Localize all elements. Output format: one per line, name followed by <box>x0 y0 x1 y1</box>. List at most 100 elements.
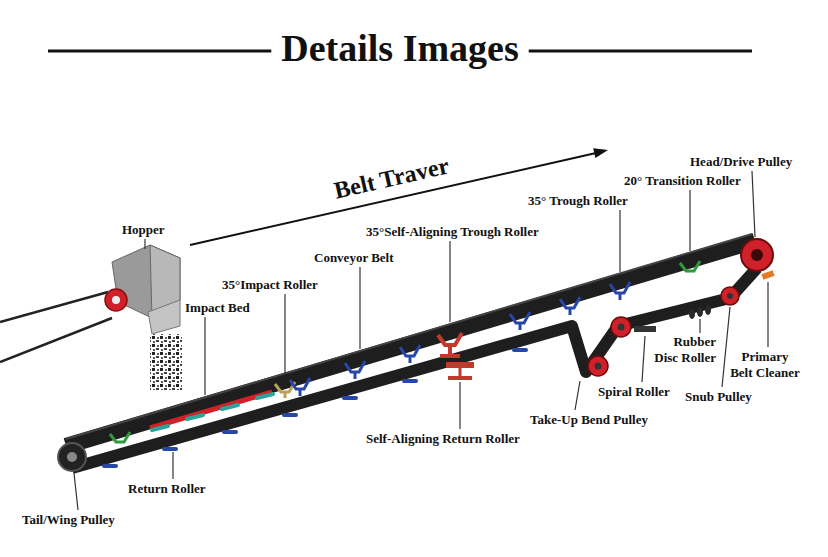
return-rollers <box>514 348 526 352</box>
return-rollers <box>104 464 116 468</box>
carrying-strand <box>66 234 752 439</box>
part-label: 20° Transition Roller <box>624 173 741 189</box>
return-rollers <box>404 379 416 383</box>
part-label: Spiral Roller <box>598 384 670 400</box>
part-label: 35° Trough Roller <box>528 193 628 209</box>
transition-rollers <box>110 432 130 442</box>
leader-lines <box>172 452 173 479</box>
tail-pulley <box>58 443 86 471</box>
page-title: Details Images <box>281 28 518 70</box>
head-pulley <box>751 249 763 261</box>
return-rollers <box>224 430 236 434</box>
trough-rollers <box>299 389 302 396</box>
rubber-disc-roller <box>689 309 695 319</box>
self-aligning-trough-roller <box>438 333 462 345</box>
leader-lines <box>204 317 205 395</box>
title-rule <box>529 49 752 52</box>
self-aligning-return-roller <box>446 362 474 368</box>
trough-rollers <box>290 282 630 396</box>
leader-lines <box>642 336 645 382</box>
part-label: Snub Pulley <box>685 389 752 405</box>
trough-rollers <box>345 361 365 372</box>
impact-roller <box>284 392 287 398</box>
self-aligning-trough-roller <box>440 354 460 358</box>
tail-pulley <box>67 452 77 462</box>
travel-arrow <box>593 148 608 158</box>
impact-bed <box>222 405 238 409</box>
part-label: Head/Drive Pulley <box>690 154 792 170</box>
leader-lines <box>752 171 755 237</box>
take-up-pulleys <box>595 363 602 370</box>
feed-belt <box>0 292 108 322</box>
part-label: Conveyor Belt <box>314 250 394 266</box>
leader-lines <box>459 382 460 429</box>
part-label: Take-Up Bend Pulley <box>530 412 648 428</box>
trough-rollers <box>400 345 420 356</box>
snub-pulley <box>727 293 733 299</box>
transition-rollers <box>110 261 700 442</box>
leader-lines <box>722 307 730 387</box>
impact-bed <box>150 392 272 428</box>
trough-rollers <box>510 312 530 323</box>
leader-lines <box>575 381 580 410</box>
return-rollers <box>344 396 356 400</box>
head-pulley <box>741 239 773 271</box>
snub-pulley <box>721 287 739 305</box>
title-rule <box>48 49 271 52</box>
carrying-strand <box>66 234 755 446</box>
part-label: Rubber Disc Roller <box>653 334 716 365</box>
leader-lines <box>689 190 690 251</box>
return-strand <box>72 268 757 468</box>
leader-lines <box>359 267 360 349</box>
trough-rollers <box>610 282 630 293</box>
impact-bed <box>152 426 168 430</box>
part-label: Primary Belt Cleaner <box>730 349 801 380</box>
hopper <box>105 289 127 311</box>
impact-bed <box>187 415 203 419</box>
part-label: Impact Bed <box>185 300 250 316</box>
leader-lines <box>284 294 285 374</box>
part-label: Tail/Wing Pulley <box>22 512 115 528</box>
leader-lines <box>449 241 450 322</box>
leader-lines <box>74 473 78 510</box>
feed-belt <box>0 318 112 362</box>
rubber-disc-roller <box>689 305 711 319</box>
hopper <box>105 245 180 334</box>
trough-rollers <box>519 323 522 330</box>
self-aligning-return-roller <box>446 362 474 380</box>
spiral-roller <box>634 326 656 332</box>
leader-lines <box>619 210 620 272</box>
trough-rollers <box>569 308 572 315</box>
snub-pulley <box>721 287 739 305</box>
return-strand <box>72 268 757 468</box>
material-stream <box>150 334 182 390</box>
part-label: Hopper <box>122 222 165 238</box>
return-rollers <box>284 413 296 417</box>
rubber-disc-roller <box>697 307 703 317</box>
trough-rollers <box>290 378 310 389</box>
feed-belt <box>0 292 112 362</box>
material-stream <box>150 334 182 390</box>
hopper <box>112 296 120 304</box>
belt-cleaner <box>761 270 774 280</box>
part-label: Self-Aligning Return Roller <box>366 431 520 447</box>
trough-rollers <box>560 297 580 308</box>
head-pulley <box>741 239 773 271</box>
part-label: 35°Impact Roller <box>222 277 318 293</box>
take-up-pulleys <box>611 317 631 337</box>
take-up-pulleys <box>588 317 631 376</box>
self-aligning-return-roller <box>448 376 472 380</box>
impact-bed <box>257 394 273 398</box>
take-up-pulleys <box>588 356 608 376</box>
part-label: Return Roller <box>128 481 206 497</box>
return-rollers <box>164 447 176 451</box>
tail-pulley <box>58 443 86 471</box>
spiral-roller <box>634 326 656 332</box>
hopper <box>148 300 180 334</box>
trough-rollers <box>409 356 412 363</box>
rubber-disc-roller <box>705 305 711 315</box>
part-label: 35°Self-Aligning Trough Roller <box>366 224 539 240</box>
self-aligning-trough-roller <box>438 333 462 356</box>
trough-rollers <box>619 293 622 300</box>
leader-lines <box>767 282 768 347</box>
